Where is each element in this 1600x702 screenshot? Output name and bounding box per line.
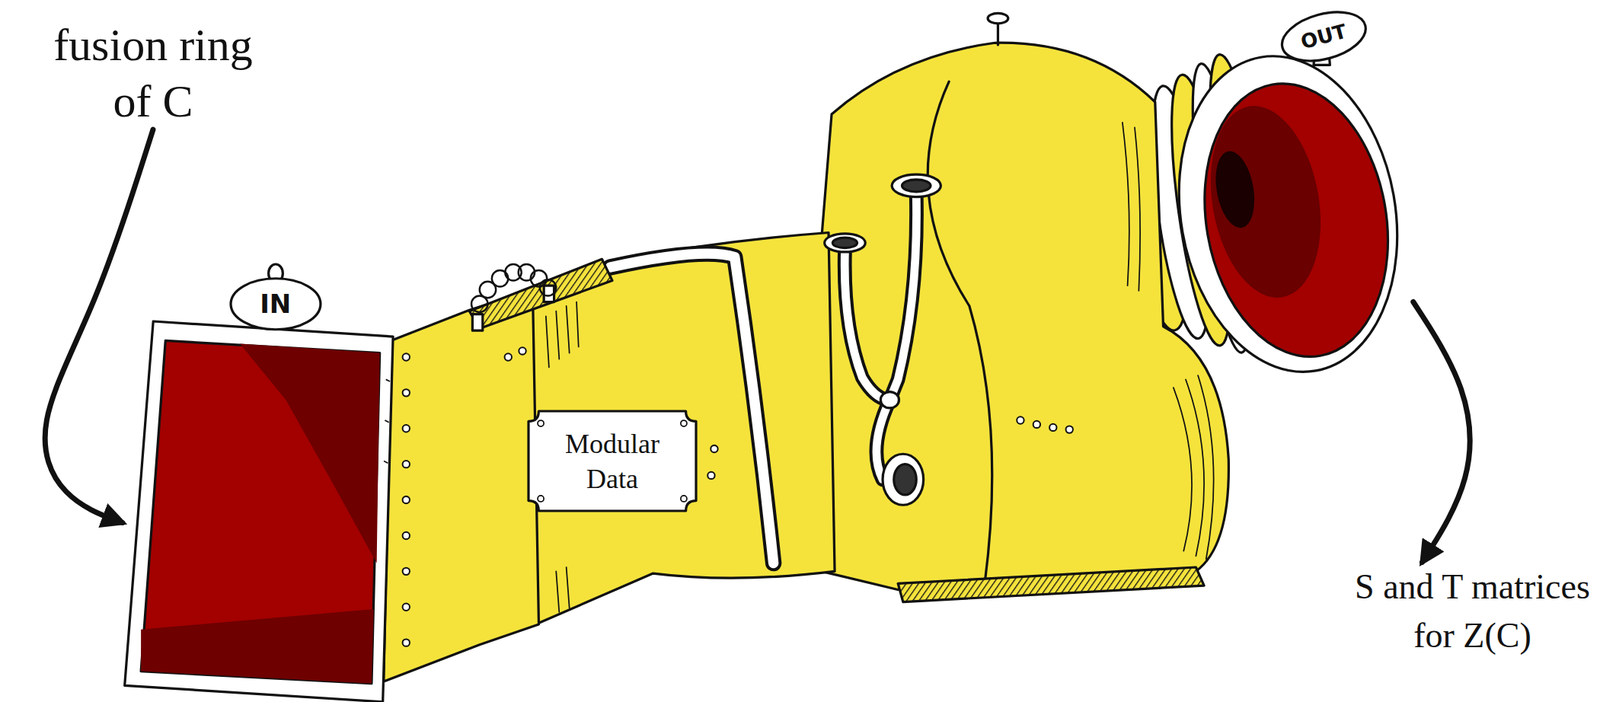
caption-text: fusion ring of C (38, 16, 268, 130)
funnel-hole (1210, 148, 1260, 232)
output-funnel: OUT (1163, 48, 1414, 377)
coil-loop (530, 270, 547, 287)
rivet (402, 496, 410, 504)
base-plate (897, 567, 1204, 603)
funnel-shadow (239, 344, 381, 564)
rivet (1033, 421, 1041, 428)
output-funnel-outline (1163, 48, 1414, 377)
frame-detail (383, 379, 390, 464)
funnel-opening (140, 341, 381, 684)
name-plaque: Modular Data (528, 411, 697, 511)
white-band (609, 253, 773, 563)
horn-opening (832, 237, 857, 248)
rivet (402, 353, 410, 361)
horn-opening (894, 464, 917, 496)
coil-spring (471, 264, 556, 313)
rivet (402, 532, 410, 540)
label-tag (230, 278, 321, 330)
output-funnel-shape (1154, 3, 1422, 390)
knob-stem (996, 22, 1000, 45)
name-plaque-outline (528, 411, 697, 511)
rivet (402, 603, 410, 611)
rivet (707, 472, 715, 480)
front-section (383, 290, 540, 683)
input-caption: fusion ring of C (38, 17, 268, 130)
funnel-opening (1183, 69, 1409, 372)
output-caption: S and T matrices for Z(C) (1347, 562, 1599, 661)
body-contour (927, 81, 993, 584)
hatched-top (469, 258, 613, 329)
rivet (710, 445, 718, 453)
pipe-joint (880, 392, 899, 409)
rear-body (821, 42, 1230, 590)
horn-mouth (891, 174, 941, 197)
funnel-rim (1154, 38, 1422, 390)
rivet (1016, 416, 1024, 424)
rivet (504, 353, 512, 361)
rivet (537, 495, 544, 502)
horn-mouth (824, 233, 866, 253)
tag-text: IN (237, 287, 314, 321)
input-funnel: IN (122, 318, 397, 702)
rivet (680, 420, 687, 427)
plaque-text: Modular Data (543, 426, 681, 497)
input-funnel-outline (122, 318, 397, 702)
machine-body (383, 12, 1285, 682)
flow-arrow (44, 129, 154, 523)
name-plaque-shape (528, 411, 697, 511)
rivet (402, 568, 410, 575)
rivet (1066, 425, 1074, 433)
funnel-frame (124, 321, 393, 702)
rivet (518, 347, 526, 355)
rivet (402, 389, 410, 397)
rivet (680, 495, 687, 502)
horn-opening (901, 179, 931, 192)
band-outline (609, 253, 773, 563)
input-funnel-shape (124, 264, 393, 702)
rivets (402, 347, 1074, 647)
coil-post (472, 314, 483, 331)
coil-loop (539, 279, 556, 296)
funnel-shadow (1196, 97, 1335, 307)
rivet (402, 638, 410, 646)
horn-mouth (882, 453, 924, 505)
rivet (402, 460, 410, 468)
knob (987, 12, 1009, 23)
rivet (537, 420, 544, 427)
rivet (402, 424, 410, 432)
plaque-outline (528, 411, 697, 511)
label-tag (1276, 3, 1371, 70)
caption-text: S and T matrices for Z(C) (1347, 562, 1599, 661)
funnel-shadow (140, 609, 374, 684)
flow-arrow (1413, 302, 1470, 563)
rivet (1049, 424, 1057, 432)
